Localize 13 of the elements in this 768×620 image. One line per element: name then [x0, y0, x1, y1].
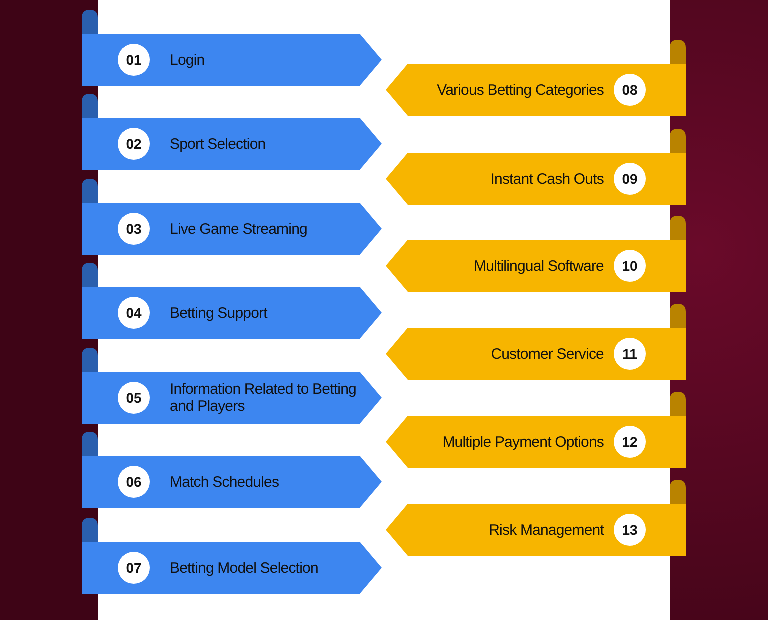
feature-label: Match Schedules	[170, 472, 280, 492]
feature-label: Login	[170, 50, 206, 70]
feature-label: Multiple Payment Options	[442, 432, 604, 452]
feature-label: Betting Model Selection	[170, 558, 320, 578]
feature-label: Sport Selection	[170, 134, 267, 154]
feature-label: Various Betting Categories	[436, 80, 604, 100]
feature-label: Risk Management	[488, 520, 604, 540]
feature-label: Instant Cash Outs	[490, 170, 604, 190]
feature-label: Information Related to Betting and Players	[170, 380, 358, 417]
feature-label: Betting Support	[170, 304, 269, 324]
feature-label: Live Game Streaming	[170, 220, 308, 240]
feature-label: Customer Service	[490, 344, 604, 364]
feature-label: Multilingual Software	[473, 256, 604, 276]
